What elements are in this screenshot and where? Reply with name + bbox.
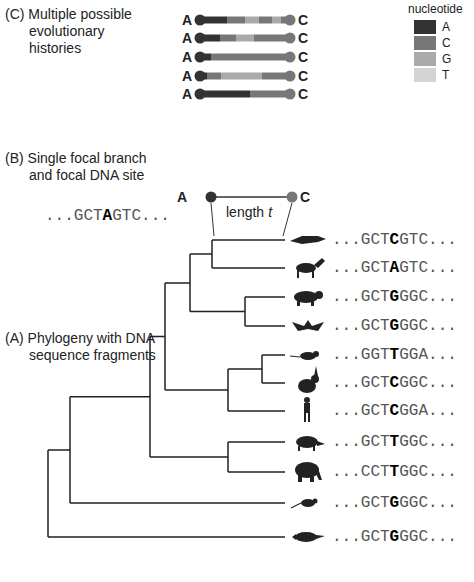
animal-silhouettes [290, 236, 326, 542]
sequence-fragment: GGC... [399, 317, 457, 335]
nucleotide-label: C [298, 85, 308, 103]
dna-sequence: ...CCTTGGC... [332, 463, 457, 481]
panel-heading: (A) Phylogeny with DNA sequence fragment… [5, 330, 164, 364]
focal-site: T [390, 433, 400, 451]
focal-site: C [390, 231, 400, 249]
sequence-fragment: ...GCT [332, 528, 390, 546]
branch-length-word: length [226, 204, 264, 220]
dna-sequence: ...GCTCGGA... [332, 402, 457, 420]
history-bars [200, 20, 290, 94]
focal-site: G [390, 317, 400, 335]
nucleotide-label: C [298, 67, 308, 85]
nucleotide-label: C [300, 188, 310, 206]
nucleotide-label: C [298, 48, 308, 66]
history-dots [195, 15, 296, 100]
legend-text: T [442, 68, 449, 82]
dna-sequence: ...GCTTGGC... [332, 433, 457, 451]
nucleotide-label: A [182, 85, 192, 103]
focal-site: C [390, 402, 400, 420]
legend-swatch [414, 52, 436, 66]
focal-site: T [390, 463, 400, 481]
phylogeny-tree [48, 240, 285, 537]
nucleotide-label: A [177, 188, 187, 206]
sequence-fragment: GGC... [399, 463, 457, 481]
legend-heading: nucleotide [408, 2, 463, 16]
dna-sequence: ...GCTGGGC... [332, 494, 457, 512]
focal-site: C [390, 374, 400, 392]
sequence-fragment: ...GCT [332, 433, 390, 451]
dna-sequence: ...GCTCGGC... [332, 374, 457, 392]
legend-swatch [414, 36, 436, 50]
dna-sequence: ...GCTAGTC... [45, 207, 170, 225]
sequence-fragment: ...GCT [332, 402, 390, 420]
sequence-fragment: GGC... [399, 528, 457, 546]
sequence-fragment: GGA... [399, 346, 457, 364]
nucleotide-label: A [182, 29, 192, 47]
sequence-fragment: GTC... [399, 231, 457, 249]
sequence-fragment: ...GGT [332, 346, 390, 364]
legend-text: C [442, 36, 451, 50]
sequence-fragment: GGA... [399, 402, 457, 420]
sequence-fragment: ...GCT [332, 494, 390, 512]
legend-swatch [414, 68, 436, 82]
sequence-fragment: GGC... [399, 433, 457, 451]
dna-sequence: ...GCTGGGC... [332, 528, 457, 546]
legend-swatch [414, 20, 436, 34]
nucleotide-label: C [298, 11, 308, 29]
dna-sequence: ...GCTGGGC... [332, 288, 457, 306]
focal-site: A [390, 259, 400, 277]
sequence-fragment: GGC... [399, 374, 457, 392]
focal-site: T [390, 346, 400, 364]
focal-site: G [390, 494, 400, 512]
sequence-fragment: ...GCT [45, 207, 103, 225]
sequence-fragment: ...GCT [332, 317, 390, 335]
branch-length-symbol: t [268, 204, 272, 220]
branch-length: lengtht [226, 204, 272, 221]
dna-sequence: ...GCTAGTC... [332, 259, 457, 277]
focal-site: G [390, 528, 400, 546]
sequence-fragment: ...GCT [332, 231, 390, 249]
legend-text: G [442, 52, 451, 66]
sequence-fragment: ...GCT [332, 374, 390, 392]
sequence-fragment: GTC... [399, 259, 457, 277]
sequence-fragment: ...GCT [332, 259, 390, 277]
panel-heading: (B) Single focal branch and focal DNA si… [5, 150, 164, 184]
focal-site: G [390, 288, 400, 306]
sequence-fragment: GGC... [399, 494, 457, 512]
dna-sequence: ...GCTGGGC... [332, 317, 457, 335]
focal-site: A [103, 207, 113, 225]
sequence-fragment: GTC... [112, 207, 170, 225]
focal-branch [206, 192, 298, 237]
nucleotide-label: C [298, 29, 308, 47]
sequence-fragment: GGC... [399, 288, 457, 306]
nucleotide-label: A [182, 48, 192, 66]
dna-sequence: ...GGTTGGA... [332, 346, 457, 364]
nucleotide-label: A [182, 11, 192, 29]
nucleotide-label: A [182, 67, 192, 85]
panel-heading: (C) Multiple possible evolutionary histo… [5, 6, 139, 57]
sequence-fragment: ...GCT [332, 288, 390, 306]
sequence-fragment: ...CCT [332, 463, 390, 481]
legend-text: A [442, 20, 450, 34]
dna-sequence: ...GCTCGTC... [332, 231, 457, 249]
